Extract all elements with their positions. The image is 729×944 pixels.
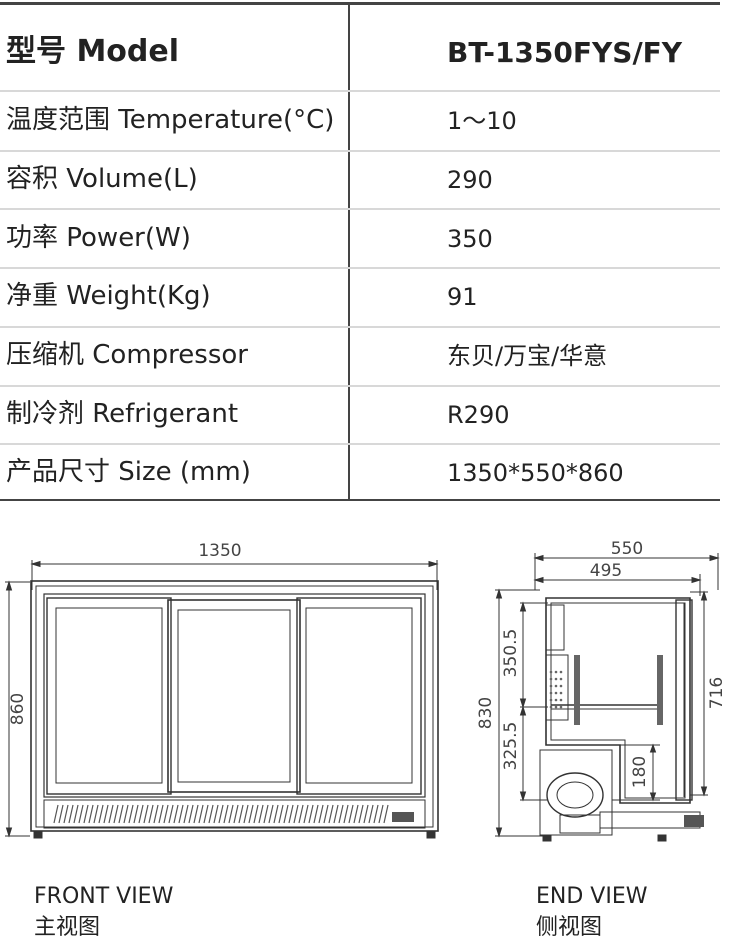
row-divider	[0, 267, 720, 269]
row-divider	[0, 443, 720, 445]
front-grille	[53, 804, 389, 824]
end-depth-dim: 550	[611, 539, 643, 559]
front-view-caption-en: FRONT VIEW	[34, 884, 174, 909]
spec-label-refrigerant: 制冷剂 Refrigerant	[6, 399, 239, 429]
front-view-caption: FRONT VIEW 主视图	[34, 882, 173, 944]
row-divider	[0, 326, 720, 328]
end-view-drawing: 550 495 830 350.5 325.5 716 180	[476, 539, 727, 842]
table-top-rule	[0, 2, 720, 5]
end-lower-dim: 325.5	[501, 722, 521, 771]
front-view-drawing: 1350 860	[5, 541, 439, 839]
evaporator-holes	[549, 670, 563, 709]
end-total-height-dim: 830	[476, 697, 496, 729]
spec-label-compressor: 压缩机 Compressor	[6, 340, 248, 370]
end-upper-dim: 350.5	[501, 629, 521, 678]
end-view-caption: END VIEW 侧视图	[536, 882, 647, 944]
end-door-height-dim: 716	[707, 677, 727, 709]
spec-label-size: 产品尺寸 Size (mm)	[6, 457, 251, 487]
spec-table: 型号 Model BT-1350FYS/FY 温度范围 Temperature(…	[0, 2, 720, 501]
front-width-dim: 1350	[198, 541, 241, 561]
spec-value-temperature: 1～10	[447, 107, 517, 135]
spec-value-power: 350	[447, 225, 493, 253]
table-bottom-rule	[0, 499, 720, 501]
end-inner-depth-dim: 495	[590, 561, 622, 581]
table-column-divider	[348, 2, 350, 500]
end-view-caption-zh: 侧视图	[536, 914, 603, 940]
spec-value-refrigerant: R290	[447, 401, 510, 429]
spec-label-power: 功率 Power(W)	[6, 223, 191, 253]
spec-label-weight: 净重 Weight(Kg)	[6, 281, 211, 311]
front-height-dim: 860	[8, 693, 28, 725]
spec-value-size: 1350*550*860	[447, 459, 624, 487]
spec-label-volume: 容积 Volume(L)	[6, 164, 198, 194]
spec-value-weight: 91	[447, 283, 478, 311]
model-label: 型号 Model	[6, 34, 180, 69]
spec-value-volume: 290	[447, 166, 493, 194]
front-view-caption-zh: 主视图	[34, 914, 101, 940]
end-view-caption-en: END VIEW	[536, 884, 648, 909]
row-divider	[0, 208, 720, 210]
row-divider	[0, 150, 720, 152]
end-base-dim: 180	[630, 756, 650, 788]
model-value: BT-1350FYS/FY	[447, 36, 683, 69]
spec-value-compressor: 东贝/万宝/华意	[447, 342, 608, 370]
row-divider	[0, 385, 720, 387]
spec-label-temperature: 温度范围 Temperature(°C)	[6, 105, 335, 135]
row-divider	[0, 90, 720, 92]
